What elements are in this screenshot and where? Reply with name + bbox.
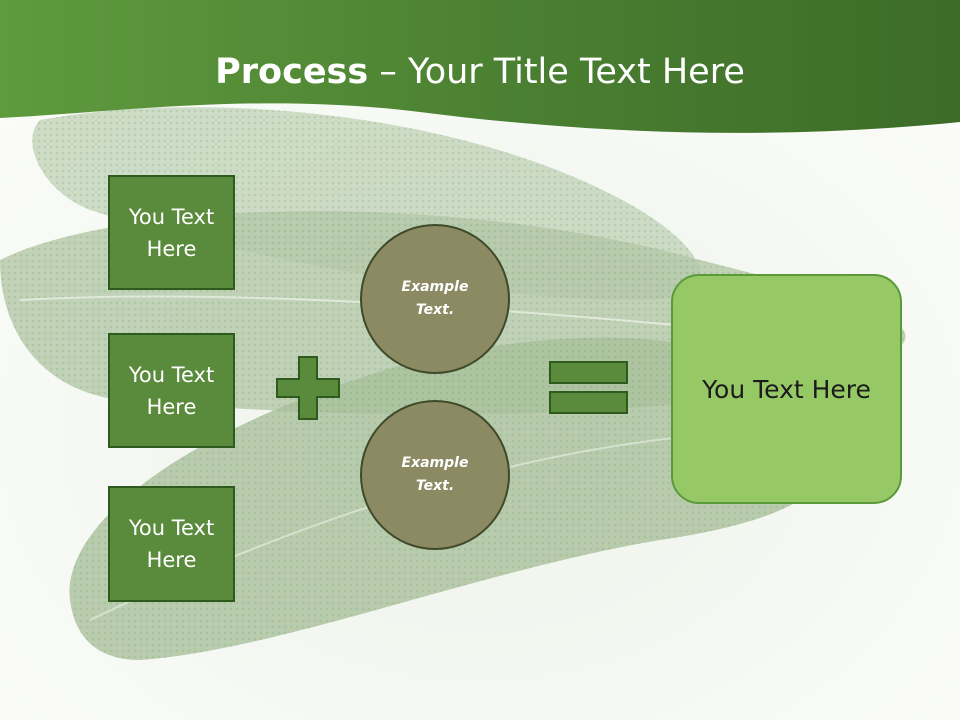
header-band — [0, 0, 960, 133]
example-circle-1-line1: Example — [401, 279, 469, 295]
input-box-1-line1: You Text — [128, 204, 215, 229]
input-box-1-line2: Here — [146, 236, 197, 261]
example-circle-2-line2: Text. — [415, 478, 455, 494]
input-box-2-label: You Text Here — [129, 359, 214, 423]
equals-icon — [549, 361, 628, 414]
example-circle-1-label: Example Text. — [390, 276, 480, 322]
input-box-3-line2: Here — [146, 548, 197, 572]
input-box-3[interactable]: You Text Here — [108, 486, 235, 602]
input-box-1[interactable]: You Text Here — [108, 175, 235, 290]
page-title: Process – Your Title Text Here — [0, 52, 960, 92]
input-box-2[interactable]: You Text Here — [108, 333, 235, 448]
title-rest: – Your Title Text Here — [368, 52, 745, 92]
input-box-2-line1: You Text — [128, 362, 215, 387]
result-box[interactable]: You Text Here — [671, 274, 902, 504]
example-circle-1[interactable]: Example Text. — [360, 224, 510, 374]
result-label: You Text Here — [702, 374, 871, 404]
plus-icon — [276, 356, 340, 420]
input-box-3-label: You Text Here — [129, 512, 214, 576]
example-circle-2[interactable]: Example Text. — [360, 400, 510, 550]
example-circle-1-line2: Text. — [415, 302, 455, 318]
input-box-3-line1: You Text — [128, 516, 215, 540]
title-bold: Process — [215, 52, 369, 92]
input-box-2-line2: Here — [146, 394, 197, 419]
input-box-1-label: You Text Here — [129, 201, 214, 265]
example-circle-2-line1: Example — [401, 455, 469, 471]
example-circle-2-label: Example Text. — [390, 452, 480, 498]
